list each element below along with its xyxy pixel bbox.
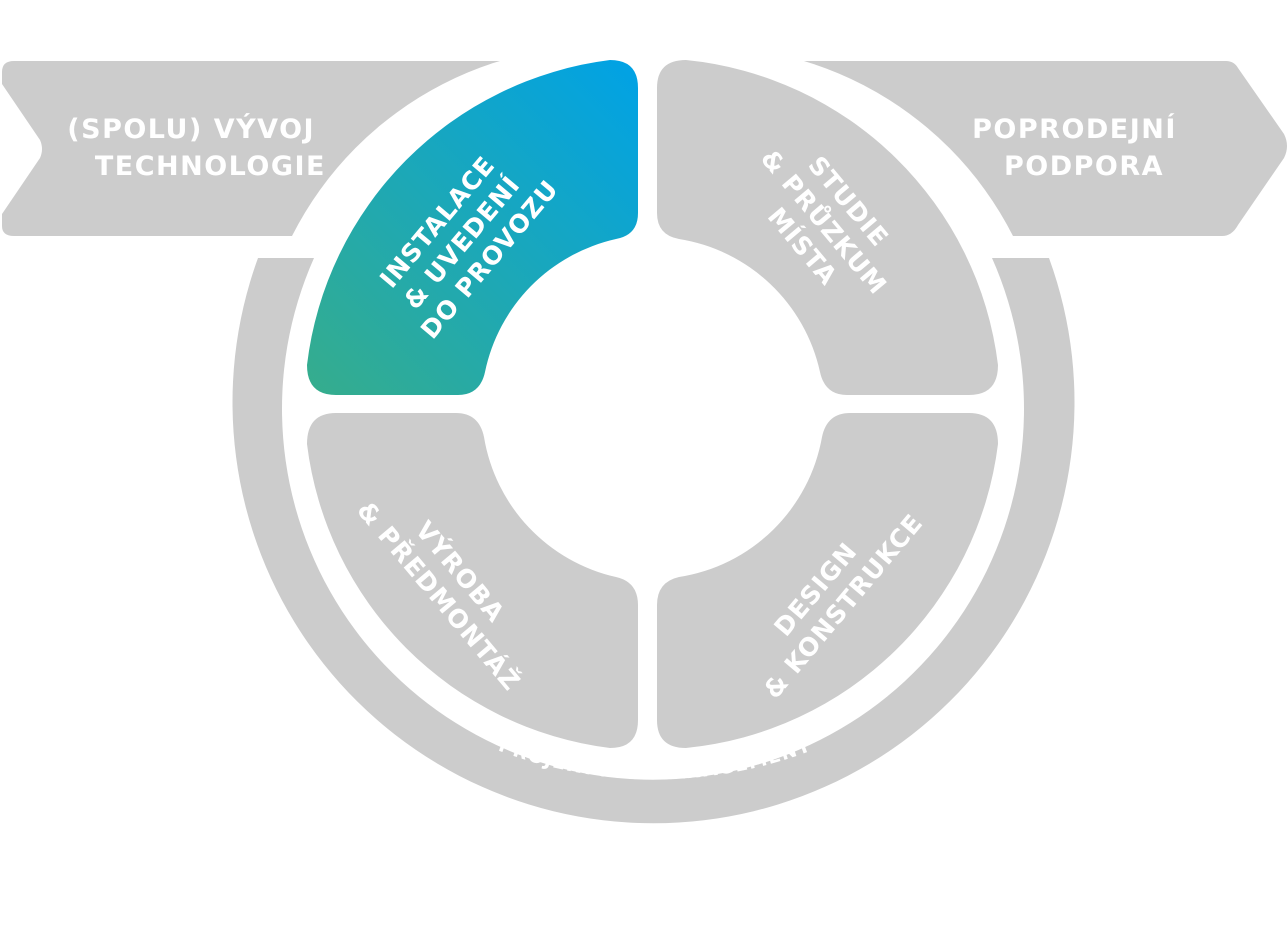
segment-installation[interactable] [307, 60, 638, 395]
left-banner-label: (SPOLU) VÝVOJ TECHNOLOGIE [67, 113, 326, 182]
segment-production[interactable] [307, 413, 638, 748]
segment-design[interactable] [657, 413, 998, 748]
left-banner-line-2: TECHNOLOGIE [95, 151, 326, 182]
right-banner-label: POPRODEJNÍ PODPORA [972, 113, 1188, 182]
segment-study[interactable] [657, 60, 998, 395]
segment-installation-label: INSTALACE & UVEDENÍ DO PROVOZU [366, 133, 564, 344]
right-banner-line-2: PODPORA [1004, 151, 1164, 182]
svg-text:INSTALACE & UVEDENÍ: INSTALACE & UVEDENÍ DO PROVOZU [366, 133, 564, 344]
right-banner-line-1: POPRODEJNÍ [972, 113, 1177, 145]
left-banner-line-1: (SPOLU) VÝVOJ [67, 113, 315, 145]
